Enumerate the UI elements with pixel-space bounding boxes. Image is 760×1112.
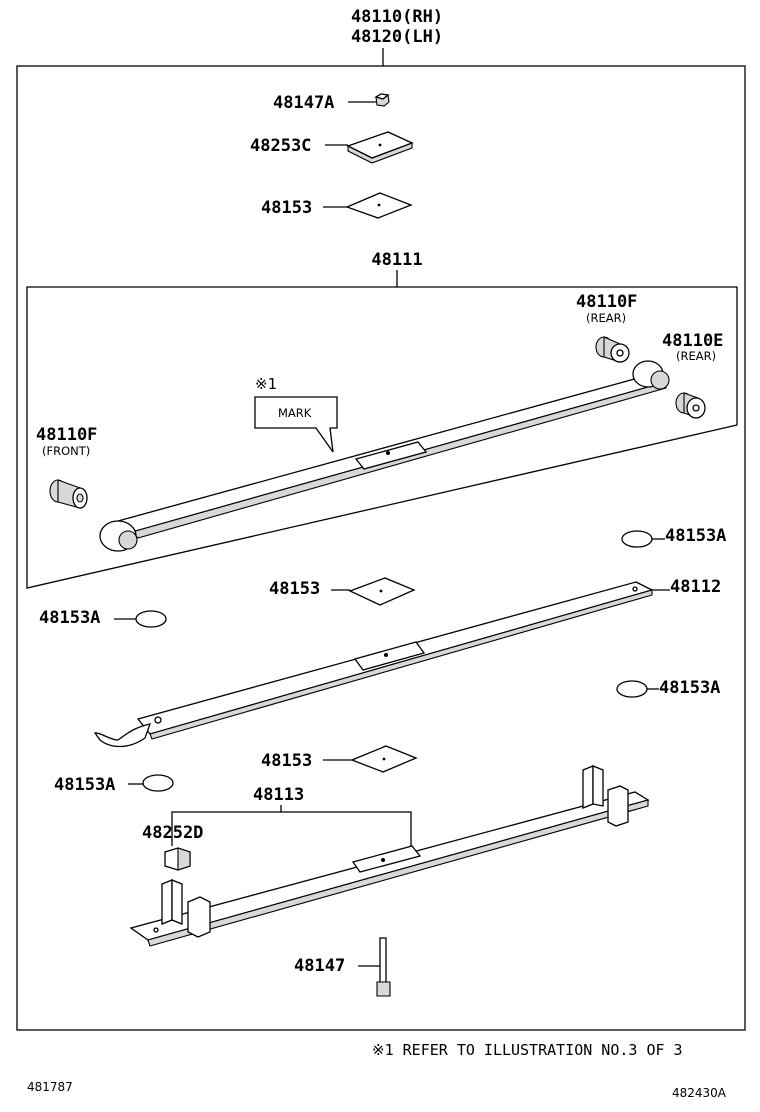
part-label-48153-mid[interactable]: 48153 — [269, 579, 320, 599]
part-label-48153-top[interactable]: 48153 — [261, 198, 312, 218]
insulator-pad-mid-icon — [348, 577, 416, 606]
footnote: ※1 REFER TO ILLUSTRATION NO.3 OF 3 — [372, 1041, 683, 1059]
part-label-48153A-left-1[interactable]: 48153A — [39, 608, 100, 628]
insulator-pad-low-icon — [350, 745, 418, 773]
part-label-48147A[interactable]: 48147A — [273, 93, 334, 113]
part-label-48253C[interactable]: 48253C — [250, 136, 311, 156]
part-label-48112[interactable]: 48112 — [670, 577, 721, 597]
clip-icon — [164, 847, 191, 871]
part-label-48110F-front[interactable]: 48110F — [36, 425, 97, 445]
part-label-48153A-left-2[interactable]: 48153A — [54, 775, 115, 795]
leader-48113 — [171, 811, 412, 849]
insulator-pad-icon — [345, 192, 413, 219]
mark-callout-box — [254, 396, 338, 453]
pad-icon — [346, 131, 414, 164]
bushing-rear-2-icon — [675, 392, 706, 419]
disc-left-2-icon — [142, 774, 174, 792]
assembly-label-lh[interactable]: 48120(LH) — [351, 27, 443, 47]
disc-right-2-icon — [616, 680, 648, 698]
assembly-frame — [16, 65, 746, 1031]
part-label-48110F-rear[interactable]: 48110F — [576, 292, 637, 312]
disc-left-1-icon — [135, 610, 167, 628]
mark-text: MARK — [278, 406, 312, 420]
subassembly-frame — [26, 286, 738, 589]
part-label-48147[interactable]: 48147 — [294, 956, 345, 976]
part-label-48252D[interactable]: 48252D — [142, 823, 203, 843]
assembly-label-rh[interactable]: 48110(RH) — [351, 7, 443, 27]
code-left: 481787 — [27, 1080, 73, 1094]
center-bolt-icon — [376, 937, 391, 997]
part-label-48153A-right-2[interactable]: 48153A — [659, 678, 720, 698]
bushing-rear-2-note: (REAR) — [676, 349, 716, 363]
part-label-48111[interactable]: 48111 — [371, 250, 422, 270]
part-label-48113[interactable]: 48113 — [253, 785, 304, 805]
bushing-rear-1-icon — [595, 336, 630, 363]
bushing-rear-1-note: (REAR) — [586, 311, 626, 325]
leaf-spring-no3 — [129, 765, 650, 947]
leaf-spring-no2 — [93, 581, 654, 748]
leaf-spring-no1 — [99, 360, 670, 552]
mark-ref-symbol: ※1 — [255, 375, 277, 393]
nut-icon — [374, 93, 390, 107]
code-right: 482430A — [672, 1086, 727, 1100]
bushing-front-icon — [49, 479, 88, 509]
disc-right-1-icon — [621, 530, 653, 548]
part-label-48153A-right-1[interactable]: 48153A — [665, 526, 726, 546]
bushing-front-note: (FRONT) — [42, 444, 90, 458]
part-label-48110E-rear[interactable]: 48110E — [662, 331, 723, 351]
part-label-48153-low[interactable]: 48153 — [261, 751, 312, 771]
